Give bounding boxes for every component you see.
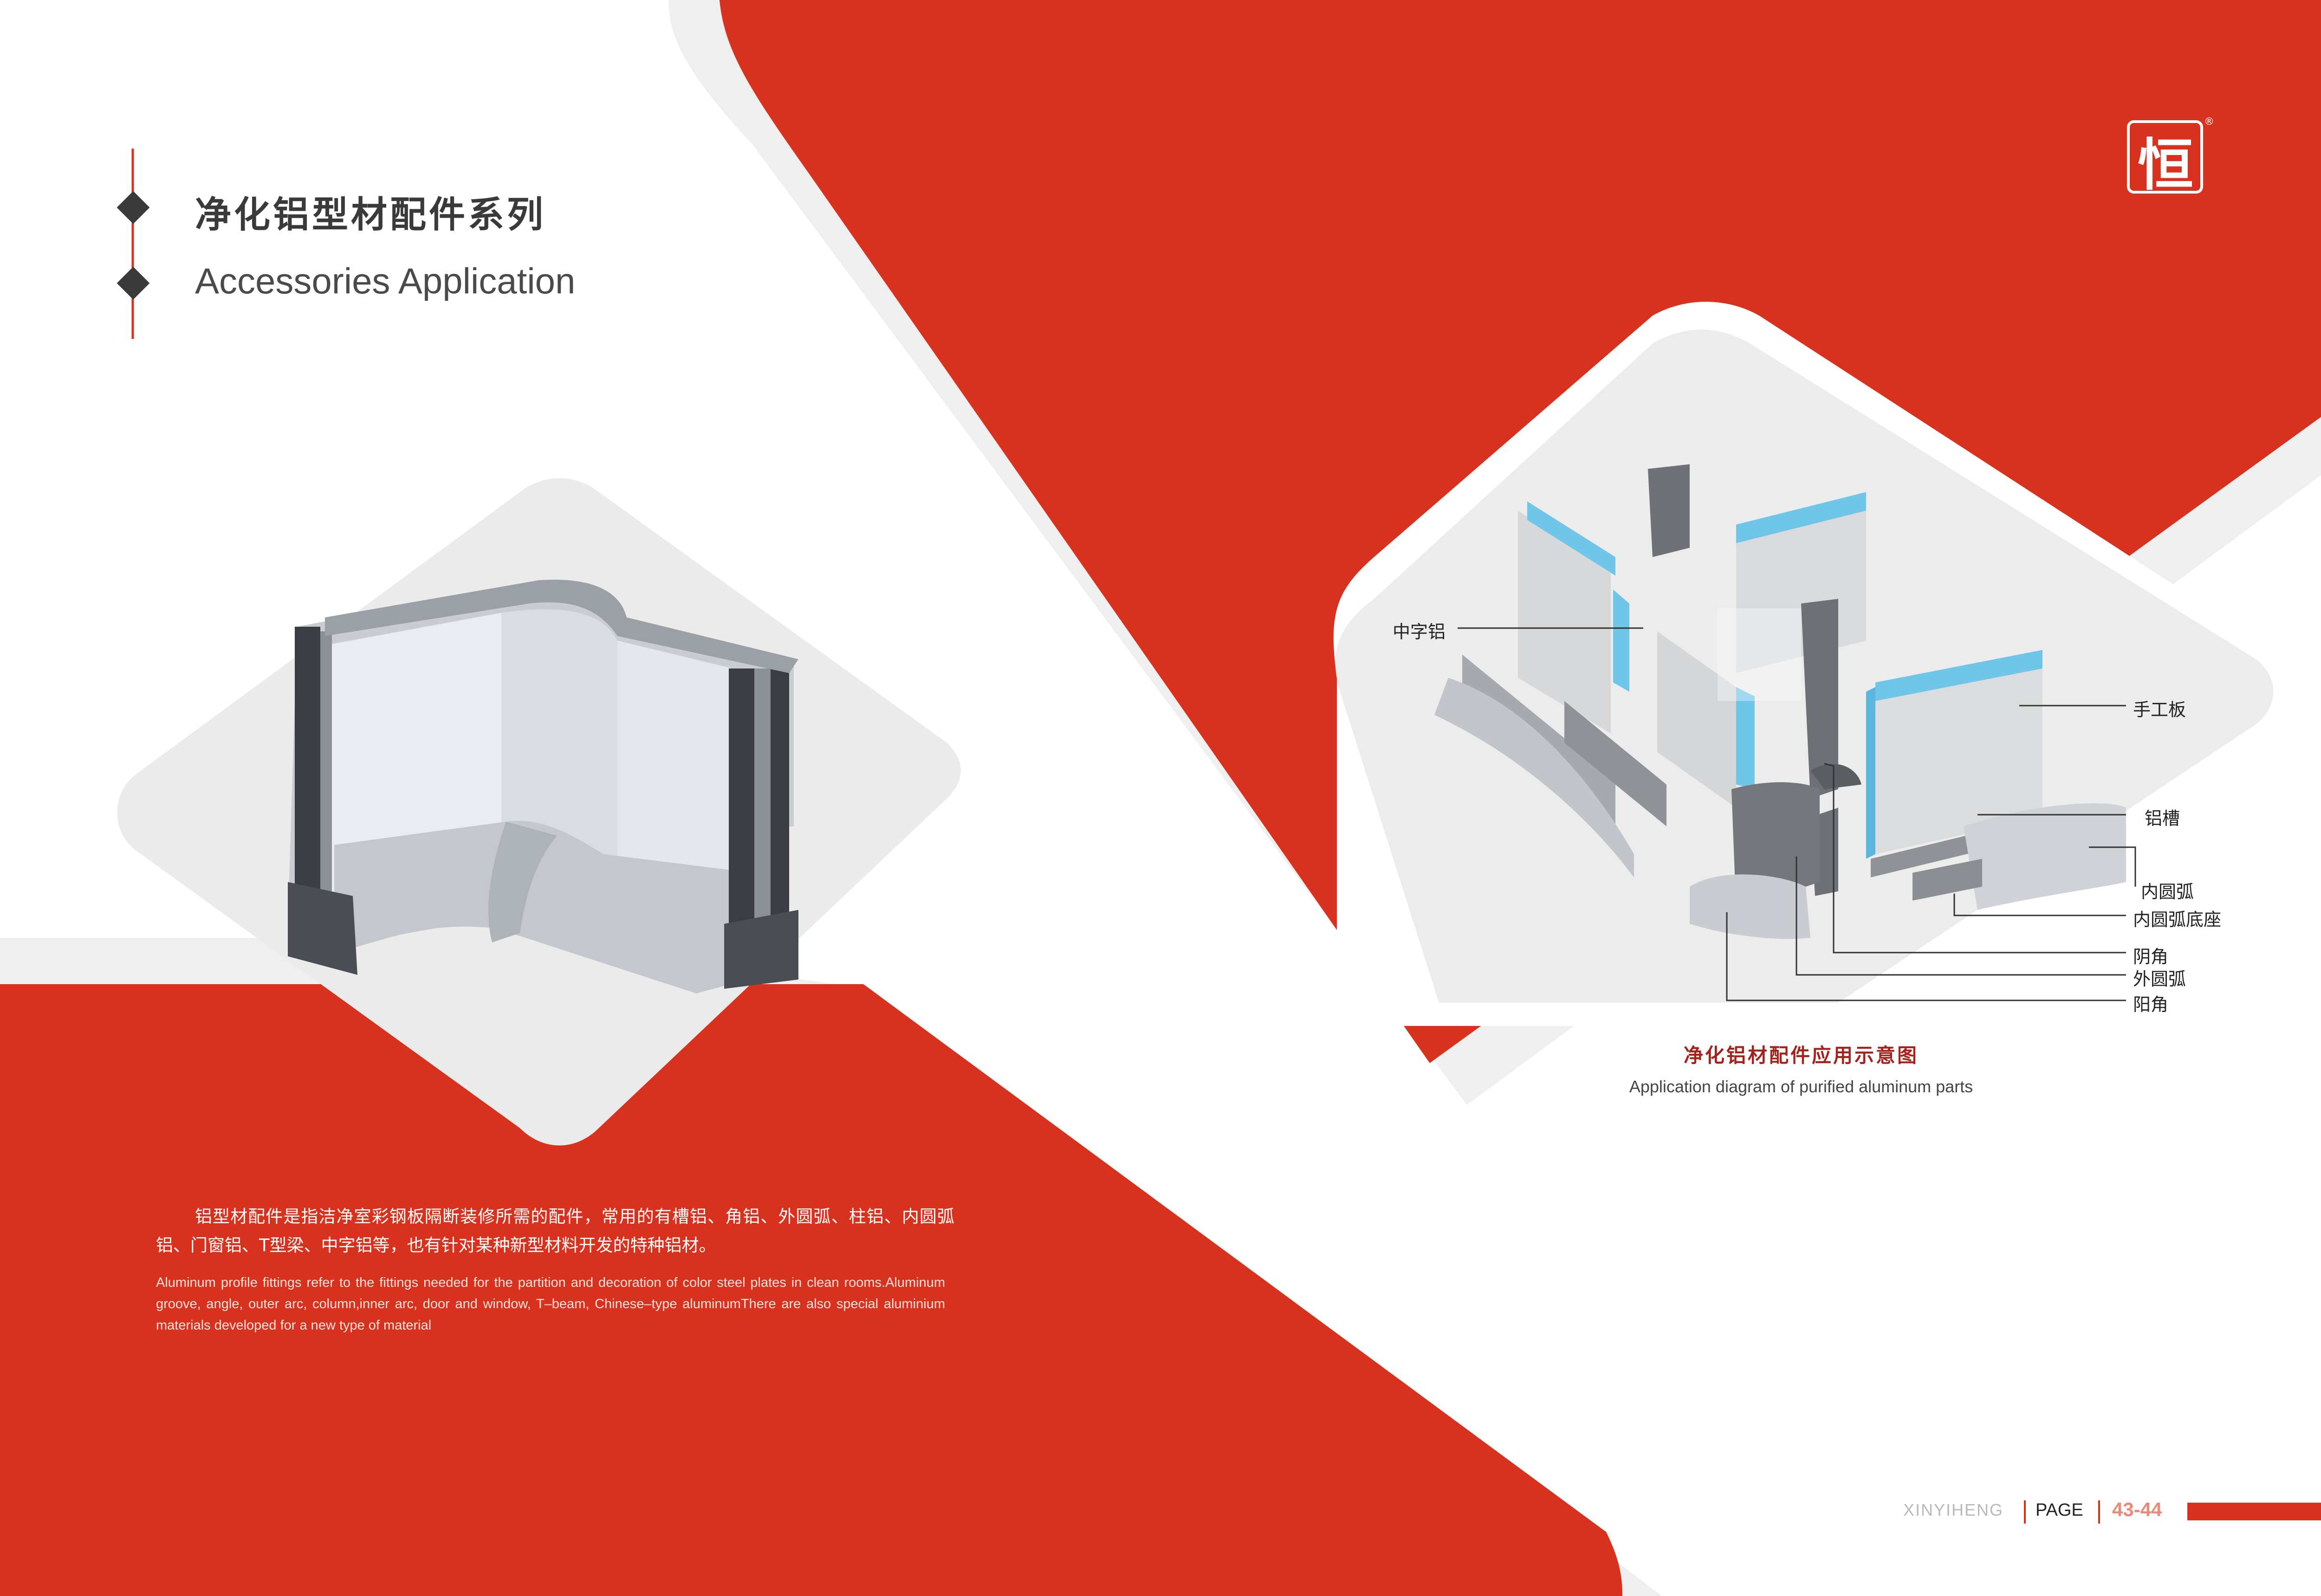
label-yinjiao: 阴角 [2133, 947, 2169, 967]
title-diamond-1 [117, 191, 150, 224]
footer-divider-2 [2098, 1500, 2100, 1524]
title-diamond-2 [117, 266, 150, 300]
diagram-caption-cn: 净化铝材配件应用示意图 [1683, 1044, 1919, 1067]
label-waiyuanhu: 外圆弧 [2133, 969, 2186, 989]
brand-logo-badge [2127, 120, 2203, 194]
footer-divider-1 [2024, 1500, 2026, 1524]
page-title-cn: 净化铝型材配件系列 [195, 194, 546, 236]
diagram-caption-en: Application diagram of purified aluminum… [1629, 1077, 1973, 1096]
footer-red-bar [2187, 1503, 2321, 1520]
footer-page-label: PAGE [2036, 1500, 2083, 1520]
footer-page-numbers: 43-44 [2112, 1499, 2162, 1520]
assembly-diagram [1434, 464, 2126, 939]
label-shougongban: 手工板 [2133, 700, 2186, 720]
label-yangjiao: 阳角 [2133, 994, 2169, 1015]
label-neiyuanhu: 内圆弧 [2141, 882, 2194, 902]
label-neiyuanhudizuo: 内圆弧底座 [2133, 909, 2222, 930]
footer-brand: XINYIHENG [1903, 1500, 2004, 1519]
registered-mark: ® [2204, 116, 2214, 128]
description-en: Aluminum profile fittings refer to the f… [156, 1275, 945, 1333]
bottom-red-shape [0, 984, 1622, 1596]
brand-logo-mark: 恒 [2138, 132, 2193, 198]
page-title-en: Accessories Application [195, 260, 576, 301]
corner-accessory-photo [288, 579, 798, 993]
label-lvcao: 铝槽 [2145, 808, 2180, 829]
description-cn: 铝型材配件是指洁净室彩钢板隔断装修所需的配件，常用的有槽铝、角铝、外圆弧、柱铝、… [156, 1207, 954, 1255]
leader-lines [1458, 627, 2136, 1001]
label-zhongzilv: 中字铝 [1393, 622, 1446, 642]
